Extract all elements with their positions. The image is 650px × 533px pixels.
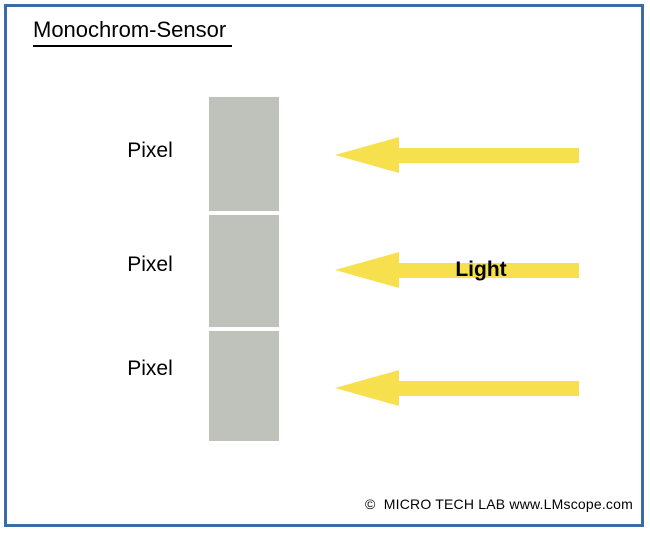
light-caption: Light <box>455 258 507 281</box>
footer-credit: © MICRO TECH LAB www.LMscope.com <box>365 496 633 512</box>
light-arrow-top-icon <box>331 132 579 178</box>
sensor-pixel-block-1 <box>209 97 279 211</box>
sensor-pixel-block-2 <box>209 215 279 327</box>
light-arrow-middle-icon <box>331 247 579 293</box>
pixel-label-2: Pixel <box>127 253 173 276</box>
diagram-canvas: Monochrom-Sensor Pixel Pixel Pixel Light <box>7 7 641 524</box>
pixel-label-3: Pixel <box>127 357 173 380</box>
pixel-label-1: Pixel <box>127 139 173 162</box>
page-title: Monochrom-Sensor <box>33 17 233 47</box>
light-arrow-bottom-icon <box>331 365 579 411</box>
diagram-frame: Monochrom-Sensor Pixel Pixel Pixel Light <box>4 4 644 527</box>
sensor-pixel-block-3 <box>209 331 279 441</box>
